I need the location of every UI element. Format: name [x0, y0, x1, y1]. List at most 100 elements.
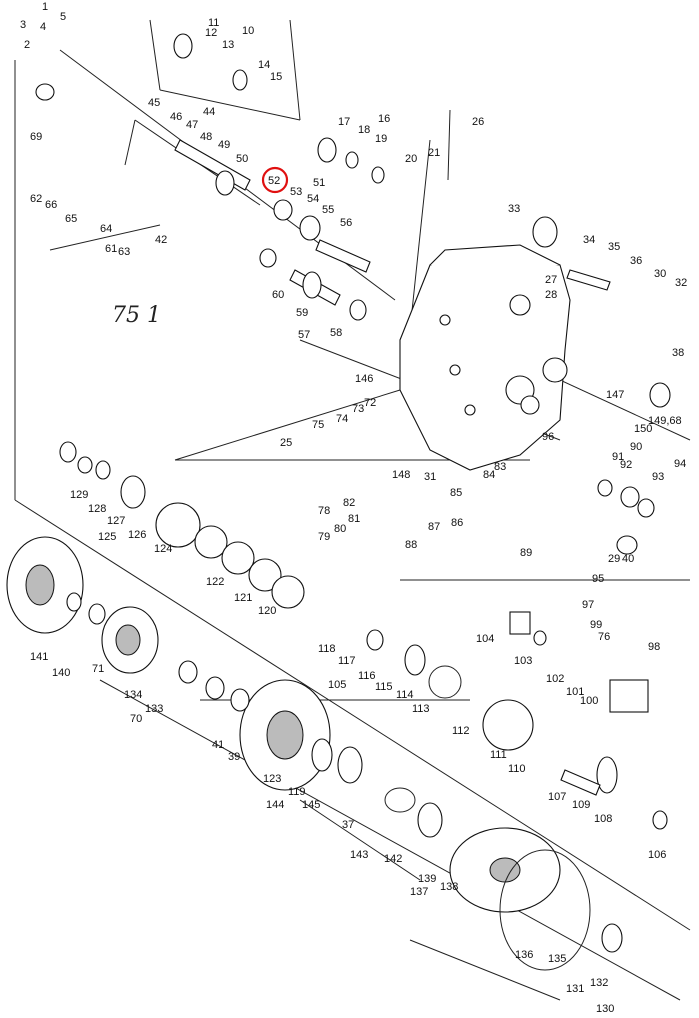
- part-label: 41: [212, 739, 224, 751]
- part-label: 137: [410, 886, 428, 898]
- part-label: 81: [348, 513, 360, 525]
- part-label: 49: [218, 139, 230, 151]
- part-label: 119: [288, 786, 306, 798]
- part-label: 40: [622, 553, 634, 565]
- small-parts: [35, 33, 671, 830]
- part-label: 89: [520, 547, 532, 559]
- part-label: 4: [40, 21, 46, 33]
- part-label: 35: [608, 241, 620, 253]
- part-label: 2: [24, 39, 30, 51]
- part-label: 55: [322, 204, 334, 216]
- part-label: 51: [313, 177, 325, 189]
- part-label: 12: [205, 27, 217, 39]
- part-label: 94: [674, 458, 686, 470]
- part-label: 57: [298, 329, 310, 341]
- part-label: 148: [392, 469, 410, 481]
- part-label: 110: [508, 763, 526, 775]
- part-label: 144: [266, 799, 284, 811]
- part-label: 100: [580, 695, 598, 707]
- part-label: 48: [200, 131, 212, 143]
- part-label: 58: [330, 327, 342, 339]
- part-label: 83: [494, 461, 506, 473]
- part-label: 105: [328, 679, 346, 691]
- part-label: 130: [596, 1003, 614, 1015]
- part-label: 109: [572, 799, 590, 811]
- part-label: 11: [208, 17, 219, 29]
- part-label: 59: [296, 307, 308, 319]
- part-label: 13: [222, 39, 234, 51]
- part-label: 71: [92, 663, 104, 675]
- part-label: 10: [242, 25, 254, 37]
- part-label: 140: [52, 667, 70, 679]
- part-label: 115: [375, 681, 393, 693]
- part-label: 66: [45, 199, 57, 211]
- part-label: 44: [203, 106, 215, 118]
- part-label: 26: [472, 116, 484, 128]
- part-label: 149,68: [648, 415, 682, 427]
- part-label: 36: [630, 255, 642, 267]
- part-label: 93: [652, 471, 664, 483]
- part-label: 31: [424, 471, 436, 483]
- part-label: 111: [490, 749, 507, 761]
- part-label: 91: [612, 451, 624, 463]
- part-label: 18: [358, 124, 370, 136]
- part-label: 20: [405, 153, 417, 165]
- gearbox-housing: [399, 244, 571, 471]
- part-label: 150: [634, 423, 652, 435]
- part-label: 19: [375, 133, 387, 145]
- part-label: 108: [594, 813, 612, 825]
- part-label: 147: [606, 389, 624, 401]
- part-label: 145: [302, 799, 320, 811]
- part-label: 65: [65, 213, 77, 225]
- part-label: 72: [364, 397, 376, 409]
- part-label: 121: [234, 592, 252, 604]
- part-label: 54: [307, 193, 319, 205]
- large-discs: [6, 536, 591, 971]
- part-label: 34: [583, 234, 595, 246]
- part-label: 27: [545, 274, 557, 286]
- part-label: 61: [105, 243, 117, 255]
- part-label: 133: [145, 703, 163, 715]
- part-label: 60: [272, 289, 284, 301]
- part-label: 17: [338, 116, 350, 128]
- part-label: 124: [154, 543, 172, 555]
- part-label: 88: [405, 539, 417, 551]
- part-label: 37: [342, 819, 354, 831]
- part-label: 107: [548, 791, 566, 803]
- part-label: 15: [270, 71, 282, 83]
- part-label: 50: [236, 153, 248, 165]
- part-label: 38: [672, 347, 684, 359]
- part-label: 30: [654, 268, 666, 280]
- part-label: 95: [592, 573, 604, 585]
- part-label: 78: [318, 505, 330, 517]
- part-label: 134: [124, 689, 142, 701]
- part-label: 56: [340, 217, 352, 229]
- handwritten-note: 75 1: [112, 303, 161, 328]
- part-label: 120: [258, 605, 276, 617]
- part-label: 97: [582, 599, 594, 611]
- part-label: 132: [590, 977, 608, 989]
- part-label: 42: [155, 234, 167, 246]
- part-label: 1: [42, 1, 48, 13]
- part-label: 87: [428, 521, 440, 533]
- part-label: 29: [608, 553, 620, 565]
- part-label: 146: [355, 373, 373, 385]
- part-label: 21: [428, 147, 440, 159]
- part-label: 112: [452, 725, 470, 737]
- part-label: 70: [130, 713, 142, 725]
- part-label: 39: [228, 751, 240, 763]
- part-label: 16: [378, 113, 390, 125]
- part-label: 128: [88, 503, 106, 515]
- part-label: 96: [542, 431, 554, 443]
- part-label: 103: [514, 655, 532, 667]
- part-label: 104: [476, 633, 494, 645]
- part-label: 86: [451, 517, 463, 529]
- part-label: 63: [118, 246, 130, 258]
- part-label: 14: [258, 59, 270, 71]
- part-label: 46: [170, 111, 182, 123]
- part-label: 139: [418, 873, 436, 885]
- part-label: 129: [70, 489, 88, 501]
- part-label: 141: [30, 651, 48, 663]
